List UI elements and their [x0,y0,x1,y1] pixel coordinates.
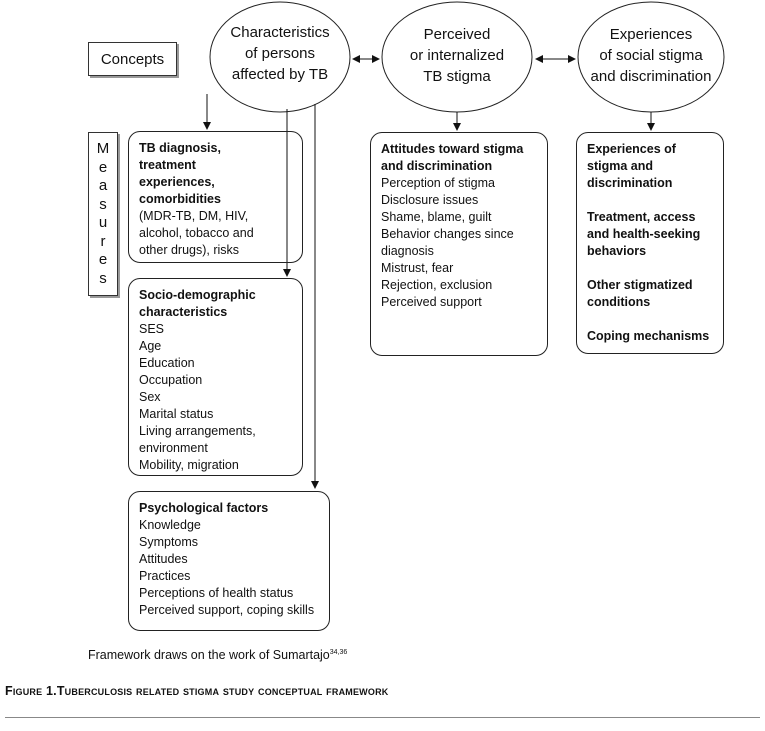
box-item: diagnosis [381,244,434,258]
box-item: Marital status [139,407,214,421]
box-heading: behaviors [587,244,647,258]
measures-letter: r [100,232,106,250]
measures-letter: s [99,195,107,213]
concept-line: and discrimination [590,68,712,85]
measures-letter: a [98,177,108,194]
box-heading: conditions [587,295,651,309]
concept-characteristics: Characteristics of persons affected by T… [210,22,350,85]
concepts-label: Concepts [88,42,177,76]
box-heading: treatment [139,158,196,172]
box-item: Rejection, exclusion [381,278,493,292]
box-item: Perception of stigma [381,176,495,190]
box-heading: Treatment, access [587,210,696,224]
box-item: Living arrangements, [139,424,256,438]
measures-letter: e [98,158,108,176]
box-heading: Coping mechanisms [587,329,710,343]
concept-line: TB stigma [423,68,491,85]
measures-letter: u [98,214,108,231]
footnote-refs: 34,36 [329,648,348,656]
box-item: Education [139,356,195,370]
divider [5,717,760,718]
caption-figure-number: Figure 1. [5,684,57,698]
box-heading: discrimination [587,176,673,190]
concept-social-stigma: Experiences of social stigma and discrim… [572,24,730,87]
caption-title: Tuberculosis related stigma study concep… [56,684,389,698]
box-item: environment [139,441,208,455]
box-item: Perceived support [381,295,482,309]
box-experiences: Experiences of stigma and discrimination… [576,132,724,354]
measures-letter: M [96,140,110,157]
concept-line: of social stigma [599,47,703,64]
concept-line: affected by TB [231,66,329,83]
box-item: Attitudes [139,552,188,566]
concept-line: Perceived [423,26,491,43]
box-item: Knowledge [139,518,201,532]
box-heading: Socio-demographic [139,288,256,302]
box-heading: Experiences of [587,142,676,156]
box-item: Behavior changes since [381,227,514,241]
box-item: Mobility, migration [139,458,239,472]
box-item: Shame, blame, guilt [381,210,492,224]
box-item: (MDR-TB, DM, HIV, [139,209,249,223]
measures-letter: e [98,251,108,268]
figure-caption: Figure 1.Tuberculosis related stigma stu… [5,684,388,698]
concept-line: Characteristics [230,24,330,41]
footnote-text: Framework draws on the work of Sumartajo [88,648,330,662]
box-item: Sex [139,390,161,404]
concept-line: Experiences [609,26,693,43]
box-heading: stigma and [587,159,653,173]
concept-perceived-stigma: Perceived or internalized TB stigma [382,24,532,87]
box-heading: experiences, [139,175,215,189]
measures-letter: s [99,269,107,287]
box-heading: characteristics [139,305,228,319]
box-item: Practices [139,569,191,583]
box-item: alcohol, tobacco and [139,226,254,240]
box-item: Disclosure issues [381,193,479,207]
box-psychological: Psychological factors Knowledge Symptoms… [128,491,330,631]
box-heading: Psychological factors [139,501,269,515]
concept-line: of persons [244,45,316,62]
box-item: Occupation [139,373,203,387]
box-item: Mistrust, fear [381,261,454,275]
box-tb-diagnosis: TB diagnosis, treatment experiences, com… [128,131,303,263]
box-heading: comorbidities [139,192,221,206]
box-heading: and health-seeking [587,227,701,241]
measures-label: M e a s u r e s [88,132,118,296]
footnote: Framework draws on the work of Sumartajo… [88,648,347,662]
box-attitudes: Attitudes toward stigma and discriminati… [370,132,548,356]
box-heading: Other stigmatized [587,278,693,292]
box-item: Perceived support, coping skills [139,603,315,617]
box-heading: TB diagnosis, [139,141,221,155]
box-item: Perceptions of health status [139,586,294,600]
box-heading: Attitudes toward stigma [381,142,524,156]
concept-line: or internalized [409,47,505,64]
concept-ellipse-characteristics [209,1,351,113]
box-item: SES [139,322,165,336]
box-socio-demographic: Socio-demographic characteristics SES Ag… [128,278,303,476]
box-item: Age [139,339,162,353]
box-heading: and discrimination [381,159,493,173]
box-item: other drugs), risks [139,243,240,257]
box-item: Symptoms [139,535,199,549]
